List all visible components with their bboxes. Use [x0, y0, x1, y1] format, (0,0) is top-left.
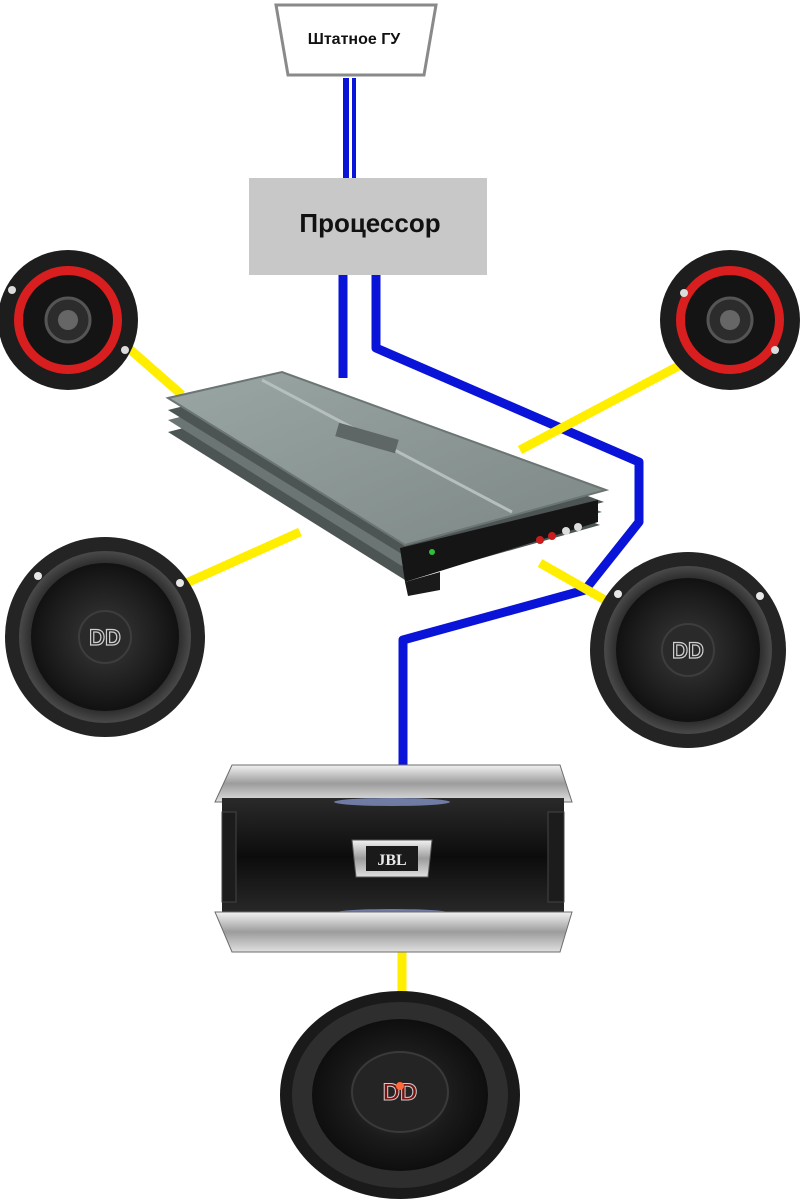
- speaker-wire-tweeter-left: [122, 341, 185, 399]
- tweeter-right: [660, 250, 800, 390]
- amplifier-mono-brand: JBL: [377, 852, 406, 869]
- tweeter-left: [0, 250, 138, 390]
- amplifier-mono-top-rail: [214, 764, 573, 803]
- amplifier-mono-heatsink-left: [221, 811, 237, 903]
- tweeter-right-screw: [680, 289, 688, 297]
- midbass-left-screw-2: [176, 579, 184, 587]
- amplifier-4ch-rca-1: [536, 536, 544, 544]
- subwoofer-light-reflection: [396, 1082, 404, 1090]
- speaker-wires: [122, 341, 693, 998]
- tweeter-right-screw-2: [771, 346, 779, 354]
- processor-label: Процессор: [299, 208, 440, 238]
- amplifier-4ch-rca-4: [574, 523, 582, 531]
- signal-wires: [338, 78, 644, 765]
- midbass-left-dust-cap: [78, 610, 132, 664]
- head-unit: Штатное ГУ: [274, 3, 438, 77]
- head-unit-box: [274, 3, 438, 77]
- midbass-left: DD: [5, 537, 205, 737]
- midbass-right-screw: [614, 590, 622, 598]
- amplifier-4ch-power-led: [429, 549, 435, 555]
- processor-box: [249, 178, 487, 275]
- tweeter-left-screw-2: [121, 346, 129, 354]
- amplifier-4ch-control-panel: [400, 500, 598, 582]
- subwoofer-dust-cap: [351, 1051, 449, 1133]
- midbass-left-screw: [34, 572, 42, 580]
- amplifier-4ch-logo-plate: [335, 422, 399, 454]
- midbass-right: DD: [590, 552, 786, 748]
- amplifier-4ch-rca-2: [548, 532, 556, 540]
- amplifier-mono: JBL: [214, 764, 573, 953]
- speaker-wire-tweeter-right: [517, 356, 693, 454]
- midbass-right-screw-2: [756, 592, 764, 600]
- amplifier-4ch-foot: [405, 572, 440, 596]
- amplifier-mono-bottom-rail: [214, 911, 573, 953]
- tweeter-left-center: [58, 310, 78, 330]
- head-unit-label: Штатное ГУ: [308, 31, 402, 48]
- amplifier-mono-logo-inner: [366, 846, 418, 871]
- speaker-wire-midbass-left: [180, 527, 302, 590]
- tweeter-left-screw: [8, 286, 16, 294]
- midbass-right-dust-cap: [661, 623, 715, 677]
- amplifier-mono-glow-top: [334, 798, 450, 806]
- midbass-left-logo-icon: DD: [89, 625, 121, 650]
- midbass-right-logo-icon: DD: [672, 638, 704, 663]
- amplifier-4ch: [165, 370, 610, 596]
- signal-wire-processor-to-mono-amplifier: [371, 275, 644, 765]
- amplifier-mono-heatsink-right: [547, 811, 565, 903]
- amplifier-4ch-rca-3: [562, 527, 570, 535]
- tweeter-right-center: [720, 310, 740, 330]
- speaker-wire-midbass-right: [537, 559, 608, 604]
- processor: Процессор: [249, 178, 487, 275]
- subwoofer: DD: [280, 991, 520, 1199]
- amplifier-4ch-top: [165, 370, 610, 547]
